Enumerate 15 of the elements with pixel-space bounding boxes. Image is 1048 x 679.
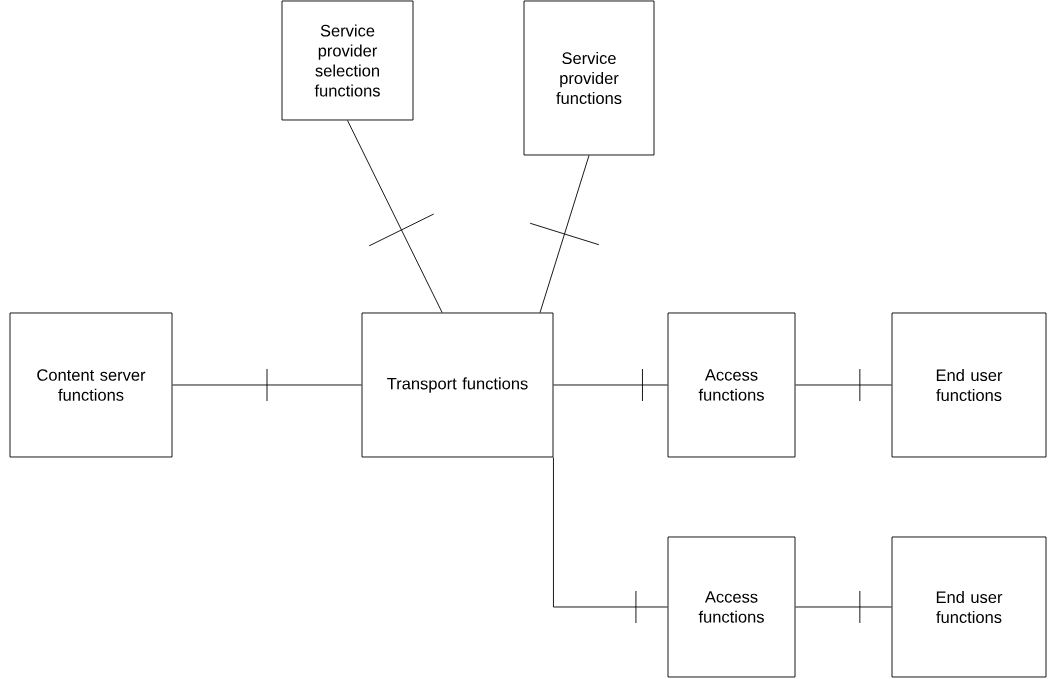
function-box: Content server functions bbox=[9, 312, 173, 458]
function-box: End user functions bbox=[891, 536, 1047, 678]
reference-line bbox=[795, 590, 892, 624]
function-box: Access functions bbox=[667, 536, 796, 678]
reference-line bbox=[795, 368, 892, 402]
reference-line bbox=[172, 368, 362, 402]
reference-line bbox=[529, 155, 600, 313]
reference-line bbox=[553, 457, 668, 624]
function-box: Access functions bbox=[667, 312, 796, 458]
function-box: Transport functions bbox=[361, 312, 554, 458]
reference-line bbox=[553, 368, 668, 402]
function-box: End user functions bbox=[891, 312, 1047, 458]
reference-line bbox=[347, 120, 443, 313]
function-box: Service provider selection functions bbox=[281, 0, 414, 121]
function-box: Service provider functions bbox=[523, 0, 655, 156]
